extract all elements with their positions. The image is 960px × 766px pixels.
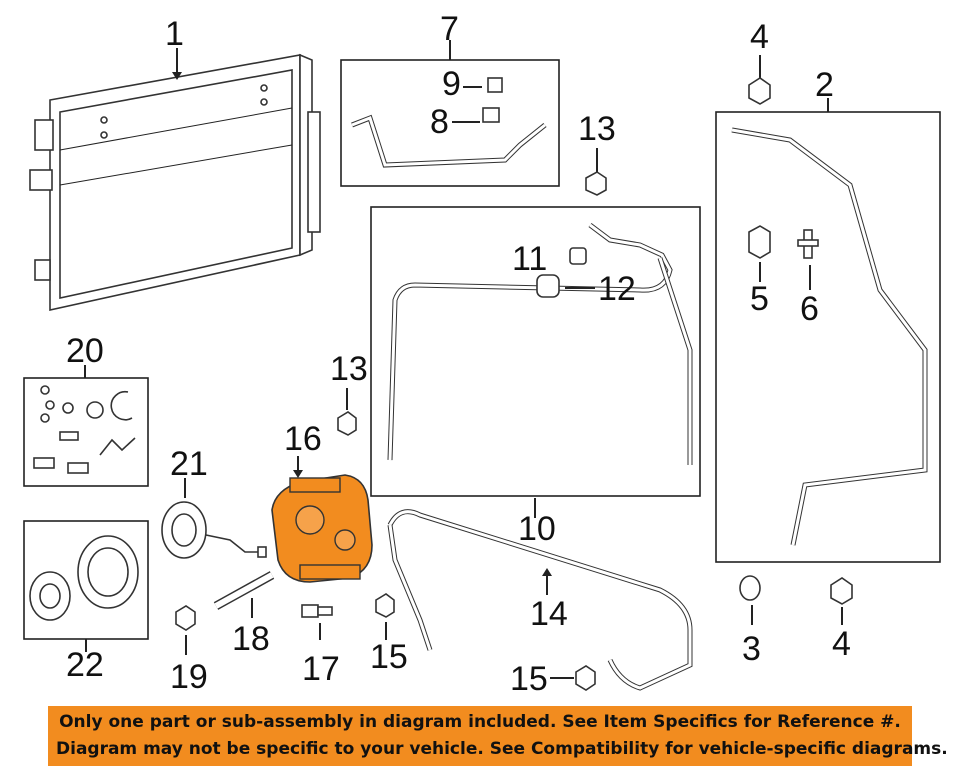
callout-18: 18	[232, 620, 270, 658]
disclaimer-line-2: Diagram may not be specific to your vehi…	[56, 739, 948, 759]
disclaimer-banner: Only one part or sub-assembly in diagram…	[48, 706, 948, 766]
callout-6: 6	[800, 290, 819, 328]
parts-diagram: 1 7 9 8 13 11 12 10 2 5 6 4 3 4	[23, 10, 941, 698]
callout-16: 16	[284, 420, 322, 458]
compressor-part-highlighted	[271, 474, 373, 583]
callout-8: 8	[430, 103, 449, 141]
part-2-box	[715, 111, 941, 563]
callout-9: 9	[442, 65, 461, 103]
callout-15-left: 15	[370, 638, 408, 676]
disclaimer-line-1: Only one part or sub-assembly in diagram…	[59, 712, 901, 732]
callout-4-bottom: 4	[832, 625, 851, 663]
callout-14: 14	[530, 595, 568, 633]
part-10-box	[370, 206, 701, 497]
callout-2: 2	[815, 66, 834, 104]
callout-19: 19	[170, 658, 208, 696]
callout-10: 10	[518, 510, 556, 548]
callout-4-top: 4	[750, 18, 769, 56]
callout-7: 7	[440, 10, 459, 48]
callout-15-right: 15	[510, 660, 548, 698]
callout-11: 11	[512, 240, 547, 278]
callout-1: 1	[165, 15, 184, 53]
callout-12: 12	[598, 270, 636, 308]
callout-3: 3	[742, 630, 761, 668]
callout-13-mid: 13	[330, 350, 368, 388]
callout-13-top: 13	[578, 110, 616, 148]
callout-5: 5	[750, 280, 769, 318]
callout-20: 20	[66, 332, 104, 370]
callout-22: 22	[66, 646, 104, 684]
condenser-part	[29, 53, 321, 311]
callout-17: 17	[302, 650, 340, 688]
callout-21: 21	[170, 445, 208, 483]
